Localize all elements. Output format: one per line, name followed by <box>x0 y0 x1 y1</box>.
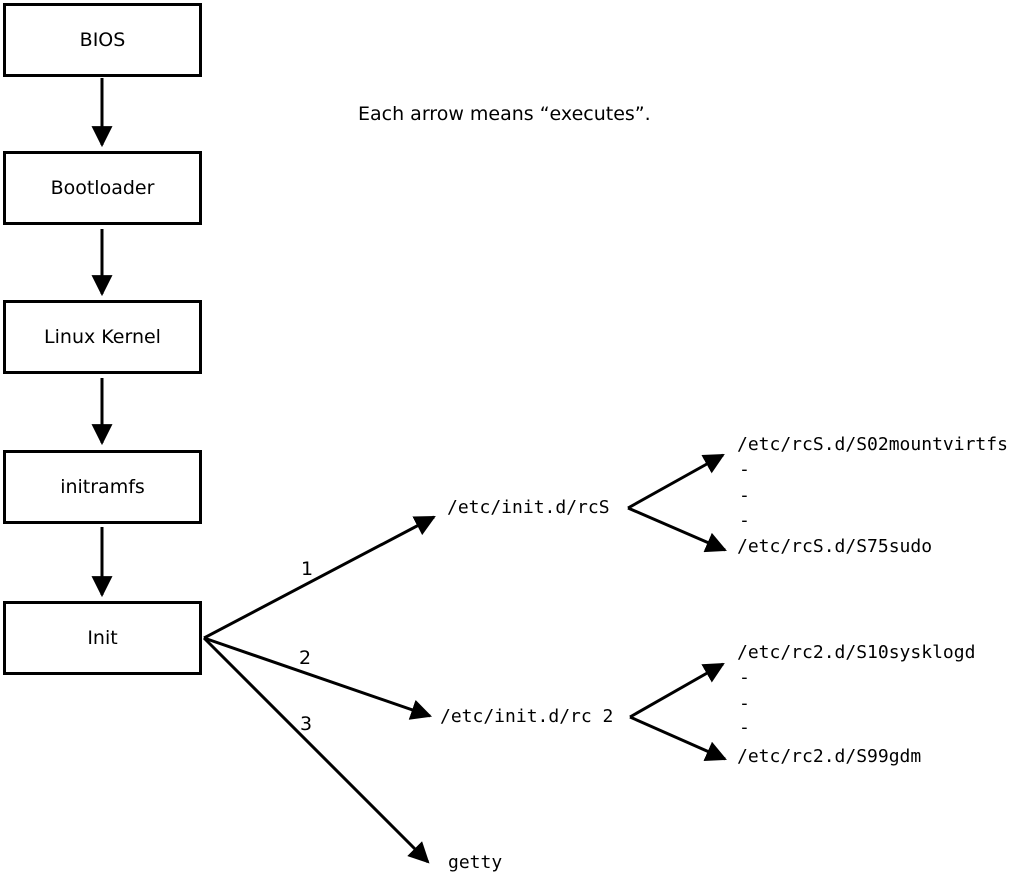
branch-number-3: 3 <box>300 713 313 735</box>
label-rcS-ellipsis-dash-1: - <box>739 459 750 480</box>
label-rcS-ellipsis-dash-3: - <box>739 510 750 531</box>
label-rcS-script-S02mountvirtfs: /etc/rcS.d/S02mountvirtfs <box>737 434 1008 455</box>
label-rc2-ellipsis-dash-1: - <box>739 667 750 688</box>
label-etc-init-d-rc2: /etc/init.d/rc 2 <box>440 706 614 727</box>
box-bios-label: BIOS <box>79 28 126 51</box>
box-bootloader-label: Bootloader <box>50 176 155 199</box>
label-rcS-script-S75sudo: /etc/rcS.d/S75sudo <box>737 536 933 557</box>
arrow-init-to-rcS <box>203 515 436 640</box>
label-rcS-ellipsis-dash-2: - <box>739 485 750 506</box>
legend-note: Each arrow means “executes”. <box>358 103 651 125</box>
branch-number-1: 1 <box>301 558 314 580</box>
box-initramfs-label: initramfs <box>60 475 145 498</box>
arrow-init-to-rc2 <box>203 636 432 720</box>
arrow-rcS-to-S75sudo <box>627 506 727 553</box>
label-etc-init-d-rcS: /etc/init.d/rcS <box>447 497 610 518</box>
label-rc2-ellipsis-dash-3: - <box>739 717 750 738</box>
label-rc2-script-S10sysklogd: /etc/rc2.d/S10sysklogd <box>737 642 976 663</box>
box-linux-kernel-label: Linux Kernel <box>44 325 161 348</box>
box-init: Init <box>3 601 202 675</box>
arrow-rc2-to-S10sysklogd <box>629 662 725 719</box>
arrow-rc2-to-S99gdm <box>629 715 727 761</box>
label-rc2-ellipsis-dash-2: - <box>739 693 750 714</box>
box-bios: BIOS <box>3 3 202 77</box>
box-linux-kernel: Linux Kernel <box>3 300 202 374</box>
box-initramfs: initramfs <box>3 450 202 524</box>
box-bootloader: Bootloader <box>3 151 202 225</box>
branch-number-2: 2 <box>299 647 312 669</box>
label-rc2-script-S99gdm: /etc/rc2.d/S99gdm <box>737 746 922 767</box>
arrow-init-to-getty <box>202 636 430 864</box>
label-getty: getty <box>448 852 503 873</box>
arrow-rcS-to-S02mountvirtfs <box>627 453 725 510</box>
box-init-label: Init <box>87 626 118 649</box>
